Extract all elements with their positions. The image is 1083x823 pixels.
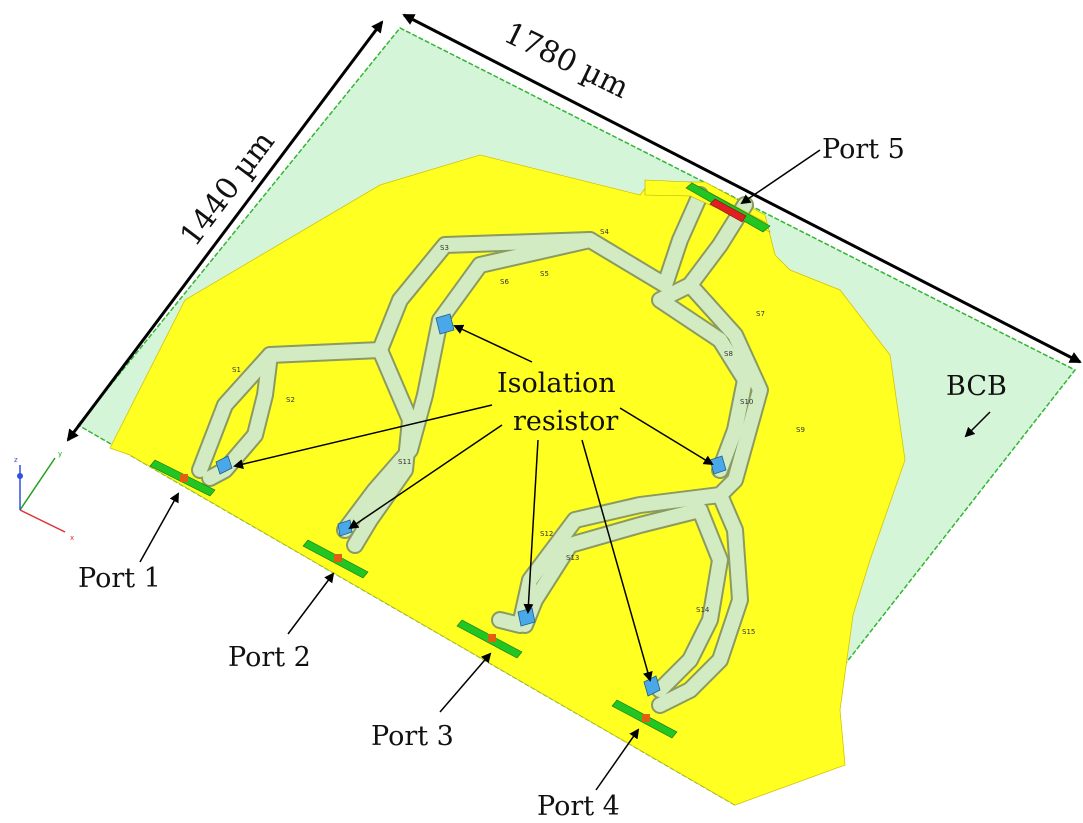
port-pads bbox=[149, 459, 678, 739]
svg-text:S7: S7 bbox=[756, 310, 765, 318]
isolation-resistor-label-line2: resistor bbox=[513, 406, 618, 437]
port5-label: Port 5 bbox=[822, 134, 905, 165]
svg-text:S15: S15 bbox=[742, 628, 755, 636]
svg-text:S4: S4 bbox=[600, 228, 609, 236]
resistor-1 bbox=[215, 455, 233, 475]
svg-text:S3: S3 bbox=[440, 244, 449, 252]
annotation-arrows bbox=[139, 149, 991, 791]
axis-triad: x y z bbox=[14, 450, 74, 542]
svg-text:x: x bbox=[70, 534, 74, 542]
port4-label: Port 4 bbox=[537, 791, 620, 822]
resistor-6 bbox=[709, 455, 727, 475]
svg-text:z: z bbox=[14, 456, 18, 464]
svg-text:S14: S14 bbox=[696, 606, 710, 614]
port1-label: Port 1 bbox=[78, 563, 161, 594]
svg-text:S13: S13 bbox=[566, 554, 579, 562]
svg-text:S8: S8 bbox=[724, 350, 733, 358]
dimension-arrows bbox=[66, 13, 1082, 442]
port2-label: Port 2 bbox=[228, 642, 311, 673]
bcb-label: BCB bbox=[946, 371, 1007, 402]
svg-text:S11: S11 bbox=[398, 458, 411, 466]
port3-label: Port 3 bbox=[371, 721, 454, 752]
svg-text:S6: S6 bbox=[500, 278, 509, 286]
isolation-resistor-label-line1: Isolation bbox=[497, 368, 616, 399]
svg-text:S2: S2 bbox=[286, 396, 295, 404]
svg-text:S12: S12 bbox=[540, 530, 553, 538]
svg-text:S9: S9 bbox=[796, 426, 805, 434]
svg-text:S10: S10 bbox=[740, 398, 753, 406]
svg-text:y: y bbox=[58, 450, 62, 458]
svg-text:S5: S5 bbox=[540, 270, 549, 278]
width-dimension-arrow bbox=[402, 13, 1082, 364]
height-dimension-arrow bbox=[66, 20, 384, 442]
svg-text:S1: S1 bbox=[232, 366, 241, 374]
